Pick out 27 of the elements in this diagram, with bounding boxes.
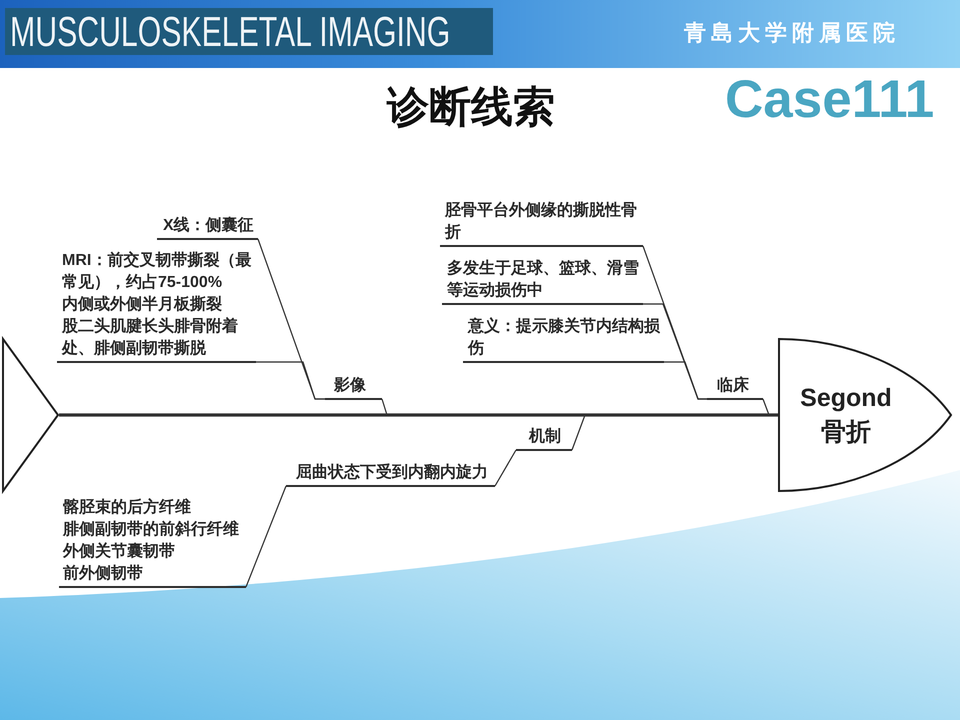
cause-text: 外侧关节囊韧带 xyxy=(63,541,176,562)
cause-text: MRI：前交叉韧带撕裂（最常见），约占75-100% xyxy=(62,250,252,293)
fish-head: Segond 骨折 xyxy=(778,338,952,492)
cause-label: 屈曲状态下受到内翻内旋力 xyxy=(286,462,495,487)
cause-text: 内侧或外侧半月板撕裂 xyxy=(62,294,223,315)
cause-label: X线：侧囊征 xyxy=(157,215,258,240)
hospital-name: 青島大学附属医院 xyxy=(684,19,900,48)
category-label: 影像 xyxy=(325,375,382,400)
cause-text: 髂胫束的后方纤维 xyxy=(63,497,192,518)
cause-label: 多发生于足球、篮球、滑雪等运动损伤中 xyxy=(442,258,643,305)
category-label: 机制 xyxy=(516,426,572,451)
cause-text: 前外侧韧带 xyxy=(63,564,144,584)
cause-list xyxy=(57,250,256,363)
cause-label: 意义：提示膝关节内结构损伤 xyxy=(463,316,664,363)
category-label: 临床 xyxy=(707,375,763,400)
bone-line xyxy=(256,361,325,400)
fish-tail xyxy=(2,338,59,492)
slide-title: 诊断线索 xyxy=(387,82,555,132)
cause-text: 股二头肌腱长头腓骨附着处、腓侧副韧带撕脱 xyxy=(62,316,239,359)
bone-line xyxy=(494,450,517,486)
cause-text: 腓侧副韧带的前斜行纤维 xyxy=(63,519,240,540)
case-number: Case111 xyxy=(725,71,934,129)
cause-label: 胫骨平台外侧缘的撕脱性骨折 xyxy=(440,200,643,247)
banner-title: MUSCULOSKELETAL IMAGING xyxy=(5,8,493,55)
spine-line xyxy=(59,413,778,417)
cause-list xyxy=(59,497,246,588)
bone-line xyxy=(664,361,707,400)
